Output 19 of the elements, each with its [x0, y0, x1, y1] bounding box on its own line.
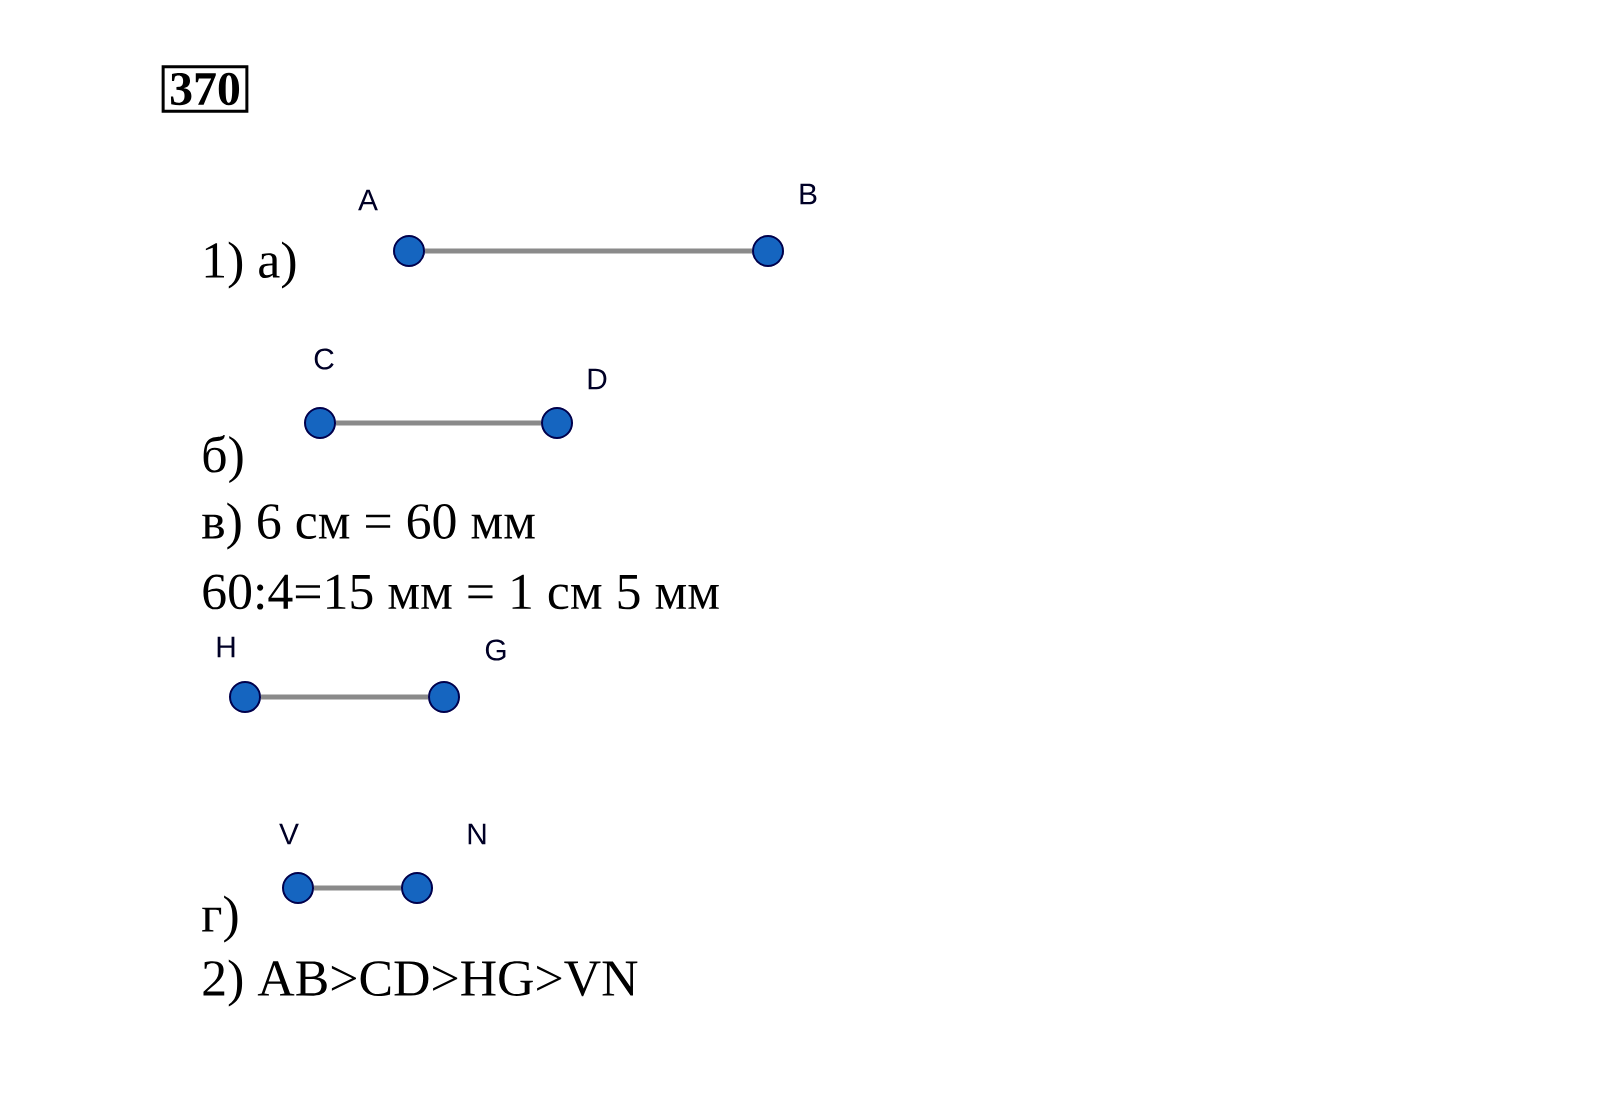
- problem-number: 370: [161, 65, 249, 113]
- point-label: D: [588, 368, 607, 390]
- answer-text: в) 6 см = 60 мм: [202, 502, 535, 550]
- segment: [336, 420, 541, 426]
- point-label: V: [279, 823, 299, 845]
- answer-text: 2) AB>CD>HG>VN: [203, 959, 638, 1007]
- answer-text: 1) а): [205, 241, 296, 289]
- segment: [425, 248, 752, 254]
- segment: [261, 694, 428, 700]
- point-label: G: [485, 639, 506, 661]
- point-label: A: [358, 189, 378, 211]
- answer-text: г): [202, 895, 238, 943]
- point-label: H: [217, 636, 235, 658]
- point-label: C: [314, 348, 334, 370]
- point-label: N: [468, 823, 486, 845]
- answer-text: 60:4=15 мм = 1 см 5 мм: [203, 574, 719, 610]
- point-label: B: [800, 183, 817, 205]
- answer-text: б): [203, 434, 243, 484]
- segment: [314, 885, 401, 891]
